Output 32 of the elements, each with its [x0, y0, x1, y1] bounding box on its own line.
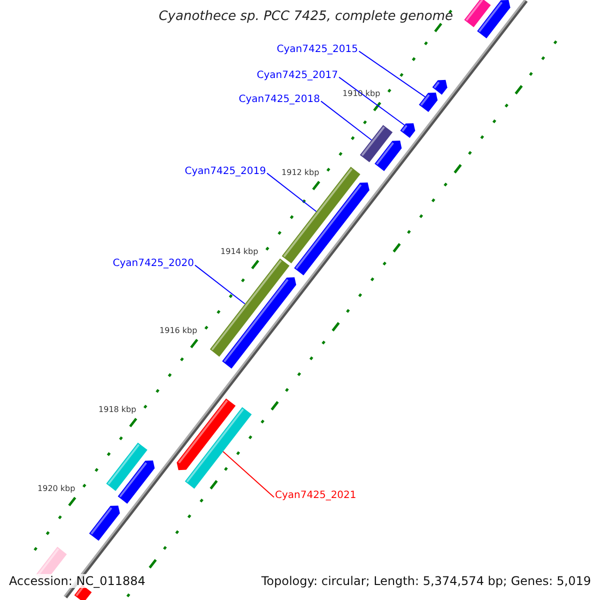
- gene-bar: [400, 123, 416, 138]
- scale-label: 1914 kbp: [220, 247, 258, 257]
- gene-bar: [222, 277, 296, 369]
- gene-label: Cyan7425_2018: [238, 94, 320, 106]
- title: Cyanothece sp. PCC 7425, complete genome: [158, 9, 453, 25]
- gene-label: Cyan7425_2019: [184, 166, 266, 178]
- scale-label: 1918 kbp: [98, 405, 136, 415]
- leader-line: [222, 451, 274, 498]
- gene-bar: [374, 140, 402, 172]
- gene-bar: [464, 0, 491, 28]
- scale-label: 1910 kbp: [342, 89, 380, 99]
- gene-bar: [418, 92, 438, 112]
- gene-label: Cyan7425_2021: [275, 490, 356, 502]
- scale-label: 1920 kbp: [38, 484, 76, 494]
- footer-text: Topology: circular; Length: 5,374,574 bp; Genes: 5,019: [261, 574, 591, 588]
- footer-text: Accession: NC_011884: [9, 574, 146, 588]
- gene-bar: [477, 0, 510, 38]
- gene-bar: [294, 182, 370, 276]
- leader-line: [338, 76, 405, 126]
- gene-bar: [89, 506, 120, 541]
- scale-label: 1912 kbp: [282, 168, 320, 178]
- gene-label: Cyan7425_2020: [112, 258, 194, 270]
- gene-bar: [184, 407, 252, 489]
- gene-bar: [432, 80, 448, 95]
- leader-line: [194, 264, 246, 304]
- leader-line: [266, 172, 317, 212]
- gene-bar: [118, 460, 155, 504]
- gene-label: Cyan7425_2015: [276, 44, 358, 56]
- scale-label: 1916 kbp: [160, 326, 198, 336]
- gene-label: Cyan7425_2017: [256, 70, 338, 82]
- leader-line: [320, 100, 372, 140]
- leader-line: [358, 50, 426, 98]
